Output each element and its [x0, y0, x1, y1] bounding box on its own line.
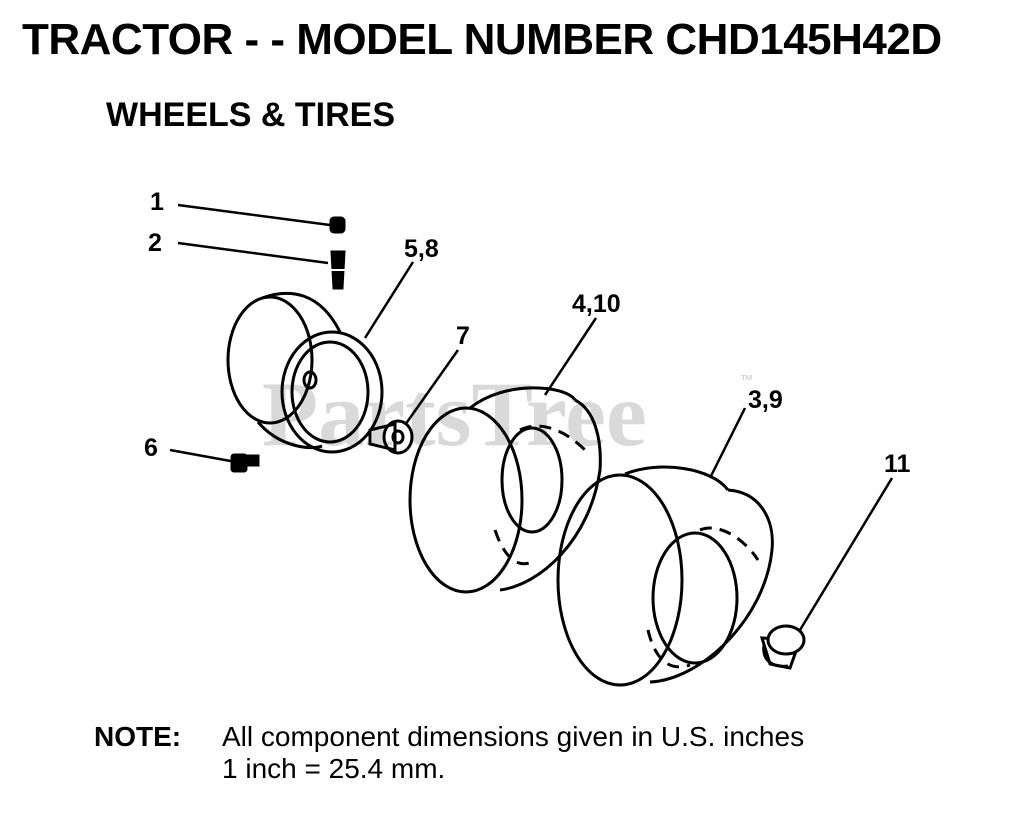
callout-3-9: 3,9: [748, 386, 783, 414]
callout-4-10: 4,10: [572, 290, 621, 318]
bushing-part: [368, 419, 414, 455]
callout-7: 7: [456, 322, 470, 350]
callout-6: 6: [144, 434, 158, 462]
callout-5-8: 5,8: [404, 235, 439, 263]
section-subtitle: WHEELS & TIRES: [106, 96, 396, 134]
callout-1: 1: [150, 188, 164, 216]
valve-stem-part: [330, 250, 346, 290]
front-tire-part: [408, 386, 602, 594]
valve-cap-part: [329, 216, 346, 234]
note-label: NOTE:: [94, 721, 182, 752]
callout-11: 11: [884, 450, 911, 478]
wheel-rim-part: [226, 291, 384, 454]
rear-tire-part: [556, 465, 774, 687]
note-line-1: All component dimensions given in U.S. i…: [222, 721, 805, 752]
bolt-part: [230, 453, 260, 473]
watermark-logo: PartsTree: [262, 363, 647, 465]
leader-lines: [169, 203, 894, 631]
callout-2: 2: [148, 229, 162, 257]
watermark-trademark: ™: [740, 372, 753, 387]
hub-cap-part: [759, 624, 806, 670]
page-title: TRACTOR - - MODEL NUMBER CHD145H42D: [22, 15, 942, 64]
note-line-2: 1 inch = 25.4 mm.: [222, 753, 446, 784]
